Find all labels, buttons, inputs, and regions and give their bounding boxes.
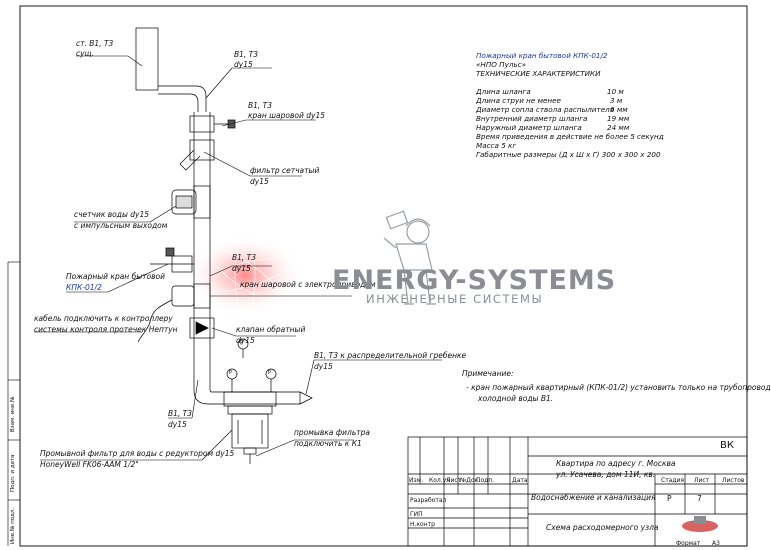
side-stamp-label: Взам. инв.№: [10, 396, 16, 432]
spec-row-value: 6 мм: [610, 105, 628, 114]
distributor-label-2: dy15: [314, 362, 333, 371]
spec-title: Пожарный кран бытовой КПК-01/2: [476, 51, 608, 60]
spec-row-name: Внутренний диаметр шланга: [476, 114, 588, 123]
spec-row-name: Длина шланга: [476, 87, 531, 96]
side-stamp-label: Инв.№ подл.: [10, 507, 16, 544]
mid-pipe-label-2: dy15: [232, 264, 251, 273]
spec-row-value: 3 м: [610, 96, 623, 105]
side-stamp-label: Подп. и дата: [10, 454, 16, 492]
company-logo: [682, 516, 718, 532]
stage-value: Р: [667, 494, 672, 503]
section-name: Водоснабжение и канализация: [531, 493, 656, 502]
mesh-filter-label-2: dy15: [250, 177, 269, 186]
distributor-label-1: В1, Т3 к распределительной гребенке: [314, 351, 467, 360]
top-pipe-label-2: dy15: [234, 60, 253, 69]
col-header: Дата: [512, 477, 528, 484]
ball-valve-label-1: В1, Т3: [248, 101, 273, 110]
spec-maker: «НПО Пульс»: [476, 60, 527, 69]
spec-extra: Габаритные размеры (Д х Ш х Г) 300 х 300…: [476, 150, 661, 159]
pipe-system: [135, 27, 313, 405]
engineer-watermark-figure: [383, 210, 436, 305]
wash-filter-label-1: Промывной фильтр для воды с редуктором d…: [40, 449, 235, 458]
fire-tap: [150, 247, 194, 273]
note-title: Примечание:: [462, 369, 514, 378]
spec-row-value: 19 мм: [607, 114, 630, 123]
check-valve-label-1: клапан обратный: [236, 325, 306, 334]
role-label: ГИП: [410, 511, 423, 518]
col-header: Изм.: [409, 477, 424, 484]
spec-row-value: 10 м: [607, 87, 624, 96]
spec-extra: Масса 5 кг: [476, 141, 517, 150]
mesh-filter-label-1: фильтр сетчатый: [250, 166, 320, 175]
fire-tap-label-1: Пожарный кран бытовой: [66, 272, 165, 281]
col-header: Кол.уч: [429, 477, 450, 484]
meter-label-1: счетчик воды dy15: [74, 210, 149, 219]
gauge-label: P: [229, 370, 233, 376]
check-valve: [189, 317, 215, 339]
leader-lines: [34, 55, 442, 461]
role-label: Разработал: [410, 497, 447, 504]
role-label: Н.контр: [410, 521, 435, 528]
cable-label-2: системы контроля протечек Нептун: [34, 325, 178, 334]
ball-valve: [189, 115, 236, 133]
sheet-frame: [7, 5, 748, 547]
mid-pipe-label-1: В1, Т3: [232, 253, 257, 262]
spec-heading: ТЕХНИЧЕСКИЕ ХАРАКТЕРИСТИКИ: [476, 69, 601, 78]
electric-valve: [137, 283, 211, 343]
electric-arc-glow: [187, 235, 303, 315]
spec-row-name: Диаметр сопла ствола распылителя: [476, 105, 615, 114]
electric-arc-rings: [201, 234, 289, 316]
spec-row-name: Длина струи не менее: [476, 96, 561, 105]
cable-label-1: кабель подключить к контроллеру: [34, 314, 173, 323]
sheet-value: 7: [697, 494, 702, 503]
drawing-sheet: [7, 5, 748, 547]
flush-label-1: промывка фильтра: [294, 428, 370, 437]
spec-extra: Время приведения в действие не более 5 с…: [476, 132, 664, 141]
col-header: Подп.: [476, 477, 495, 484]
electric-valve-label: кран шаровой с электроприводом: [240, 280, 376, 289]
sheet-title: Схема расходомерного узла: [546, 523, 659, 532]
col-header: Лист: [446, 477, 462, 484]
address-line: Квартира по адресу г. Москва: [556, 459, 676, 468]
bottom-pipe-label-2: dy15: [168, 420, 187, 429]
title-block: [407, 436, 748, 547]
sheet-label: Лист: [694, 477, 710, 484]
wash-filter-label-2: HoneyWell FK06-AAM 1/2": [40, 460, 139, 469]
spec-row-value: 24 мм: [607, 123, 630, 132]
fire-tap-label-2: КПК-01/2: [66, 283, 102, 292]
doc-code: ВК: [720, 440, 734, 451]
bottom-pipe-label-1: В1, Т3: [168, 409, 193, 418]
mesh-filter: [179, 139, 215, 171]
stage-label: Стадия: [661, 477, 685, 484]
format-label: Формат: [676, 540, 701, 547]
gauge-label: P: [268, 370, 272, 376]
riser-label-2: сущ.: [76, 49, 95, 58]
col-header: №Док.: [460, 477, 481, 484]
meter-label-2: с импульсным выходом: [74, 221, 168, 230]
address-line: ул. Усачева, дом 11И, кв.: [556, 470, 656, 479]
top-pipe-label-1: В1, Т3: [234, 50, 259, 59]
wash-filter: [223, 391, 277, 464]
water-meter: [171, 185, 211, 219]
sheets-label: Листов: [722, 477, 745, 484]
check-valve-label-2: dy15: [236, 336, 255, 345]
riser-label-1: ст. В1, Т3: [76, 39, 114, 48]
spec-row-name: Наружный диаметр шланга: [476, 123, 582, 132]
watermark-tagline: ИНЖЕНЕРНЫЕ СИСТЕМЫ: [366, 292, 544, 306]
ball-valve-label-2: кран шаровой dy15: [248, 111, 325, 120]
note-line: - кран пожарный квартирный (КПК-01/2) ус…: [466, 383, 771, 392]
note-line: холодной воды В1.: [478, 394, 554, 403]
pressure-gauges: [226, 338, 277, 392]
flush-label-2: подключить к К1: [294, 439, 362, 448]
gauge-label: P: [240, 340, 244, 346]
watermark-brand: ENERGY-SYSTEMS: [332, 265, 617, 296]
format-value: А3: [712, 540, 720, 547]
